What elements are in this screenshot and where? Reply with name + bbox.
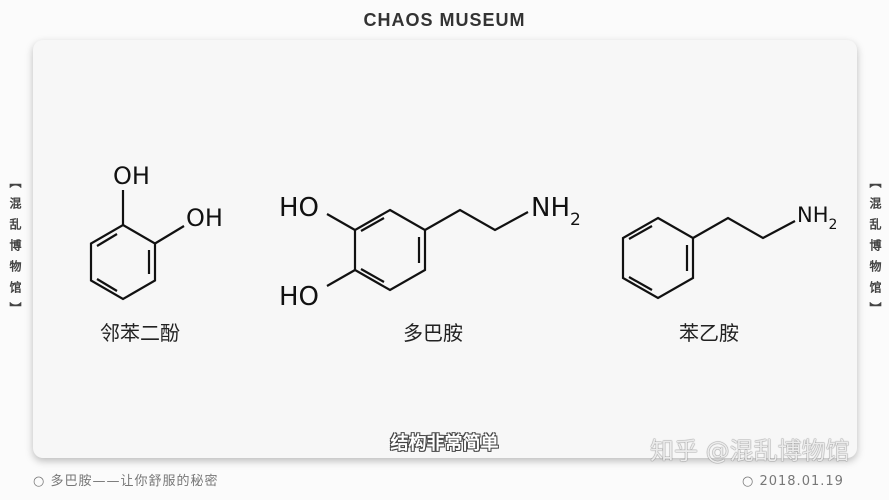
nh2-label: NH2 (797, 203, 837, 233)
page-title: CHAOS MUSEUM (363, 10, 526, 30)
molecule-name: 多巴胺 (403, 321, 463, 345)
slide-card (33, 40, 857, 458)
oh-label: OH (186, 204, 223, 232)
side-label-left: 【混乱博物馆】 (8, 176, 22, 323)
molecule-name: 苯乙胺 (679, 321, 739, 345)
ho-label: HO (279, 282, 319, 312)
ho-label: HO (279, 193, 319, 223)
catechol-structure: OH OH 邻苯二酚 (89, 162, 223, 345)
molecule-name: 邻苯二酚 (100, 321, 180, 345)
watermark: 知乎 @混乱博物馆 (650, 437, 850, 465)
dopamine-structure: HO HO NH2 多巴胺 (279, 193, 581, 345)
phenethylamine-structure: NH2 苯乙胺 (621, 203, 837, 345)
subtitle-caption: 结构非常简单 (390, 433, 499, 454)
side-label-right: 【混乱博物馆】 (868, 176, 882, 323)
nh2-label: NH2 (531, 193, 581, 230)
footer-topic: ○ 多巴胺——让你舒服的秘密 (33, 474, 219, 489)
footer-date: ○ 2018.01.19 (742, 474, 844, 489)
oh-label: OH (113, 162, 150, 190)
